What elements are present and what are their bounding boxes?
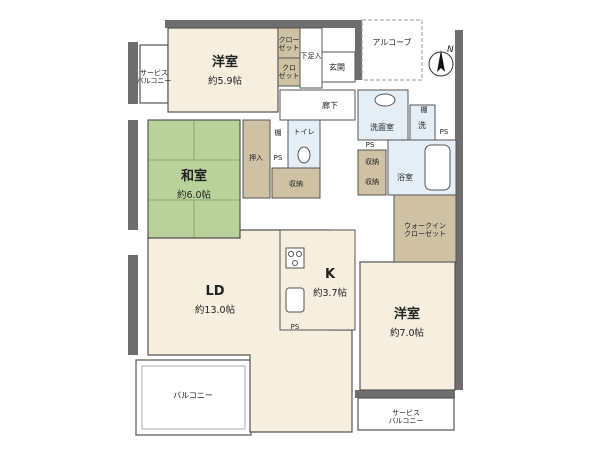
service-balcony-label-2: サービスバルコニー <box>389 408 424 425</box>
room-size-japanese: 約6.0帖 <box>177 189 212 201</box>
room-name-ld: LD <box>205 284 224 299</box>
ps-label-1: PS <box>274 154 283 162</box>
sink-icon <box>374 93 396 107</box>
closet-label-2: クロゼット <box>279 64 300 80</box>
storage-label-3: 収納 <box>365 177 379 186</box>
room-size-western-1: 約5.9帖 <box>208 75 243 87</box>
walkin-label: ウォークインクローゼット <box>404 222 446 238</box>
alcove-label: アルコーブ <box>372 37 411 47</box>
room-size-kitchen: 約3.7帖 <box>313 287 348 299</box>
room-name-western-2: 洋室 <box>394 306 420 322</box>
storage-areas <box>242 27 457 263</box>
room-name-japanese: 和室 <box>181 168 207 184</box>
svg-text:N: N <box>447 45 454 55</box>
labels: 洋室 約5.9帖 和室 約6.0帖 LD 約13.0帖 K 約3.7帖 洋室 約… <box>137 36 449 425</box>
washbasin-icon <box>285 287 305 313</box>
room-floors <box>147 27 456 433</box>
balconies <box>135 19 455 436</box>
exterior-walls <box>128 20 463 398</box>
oshiire-label: 押入 <box>249 153 263 162</box>
stove-icon <box>285 247 305 269</box>
corridor-label: 廊下 <box>322 100 338 110</box>
shelf-label-2: 棚 <box>421 105 428 114</box>
ps-label-3: PS <box>366 141 375 149</box>
toilet-icon <box>297 146 311 164</box>
service-balcony-label-1: サービスバルコニー <box>137 68 172 85</box>
room-name-kitchen: K <box>325 267 336 282</box>
toilet-label: トイレ <box>294 128 315 136</box>
room-size-ld: 約13.0帖 <box>195 304 236 316</box>
room-name-western-1: 洋室 <box>212 54 238 70</box>
washroom-label: 洗面室 <box>370 122 394 132</box>
ps-label-4: PS <box>440 128 449 136</box>
bath-label: 浴室 <box>397 172 413 182</box>
washer-label: 洗 <box>418 120 426 130</box>
storage-label-1: 収納 <box>289 179 303 188</box>
shelf-label-1: 棚 <box>275 128 282 137</box>
balcony-label: バルコニー <box>173 391 213 400</box>
storage-label-2: 収納 <box>365 157 379 166</box>
north-arrow-icon: N <box>428 45 454 77</box>
shoes-label: 下足入 <box>301 52 322 60</box>
ps-label-2: PS <box>291 323 300 331</box>
closet-label-1: クローゼット <box>279 36 300 52</box>
room-size-western-2: 約7.0帖 <box>390 327 425 339</box>
bathtub-icon <box>424 144 451 191</box>
entrance-label: 玄関 <box>329 62 345 72</box>
